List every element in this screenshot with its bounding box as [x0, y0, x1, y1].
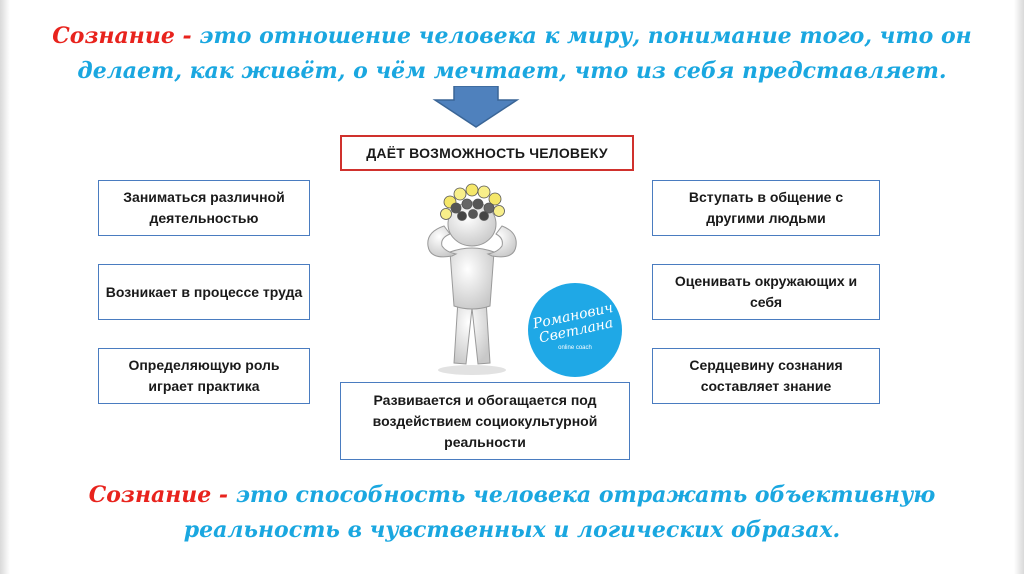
definition-bottom-term: Сознание [88, 482, 212, 508]
header-box: ДАЁТ ВОЗМОЖНОСТЬ ЧЕЛОВЕКУ [340, 135, 634, 171]
right-box-2: Оценивать окружающих и себя [652, 264, 880, 320]
left-box-3: Определяющую роль играет практика [98, 348, 310, 404]
definition-top-text: это отношение человека к миру, понимание… [77, 23, 972, 84]
right-box-1: Вступать в общение с другими людьми [652, 180, 880, 236]
thinking-person-icon [427, 183, 517, 375]
author-logo: Романович Светлана online coach [528, 283, 622, 377]
slide-edge-right [1014, 0, 1024, 574]
logo-name: Романович Светлана [532, 300, 618, 347]
definition-bottom-text: это способность человека отражать объект… [183, 482, 936, 543]
slide-edge-left [0, 0, 10, 574]
definition-bottom: Сознание - это способность человека отра… [60, 478, 964, 548]
center-box: Развивается и обогащается под воздействи… [340, 382, 630, 460]
down-arrow-icon [432, 86, 520, 128]
definition-top-dash: - [174, 23, 200, 49]
definition-bottom-dash: - [211, 482, 236, 508]
logo-subtitle: online coach [558, 345, 592, 351]
definition-top: Сознание - это отношение человека к миру… [40, 19, 984, 89]
definition-top-term: Сознание [52, 23, 175, 49]
left-box-2: Возникает в процессе труда [98, 264, 310, 320]
left-box-1: Заниматься различной деятельностью [98, 180, 310, 236]
right-box-3: Сердцевину сознания составляет знание [652, 348, 880, 404]
